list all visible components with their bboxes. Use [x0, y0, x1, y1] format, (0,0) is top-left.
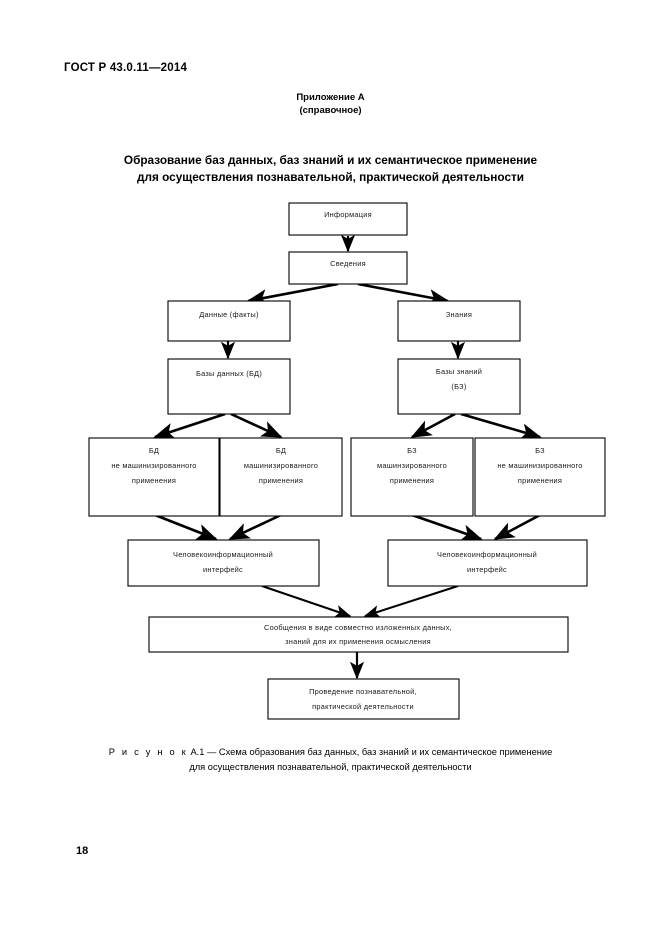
connector-interface-left-to-messages — [261, 585, 352, 618]
node-databases-label: Базы данных (БД) — [196, 369, 262, 378]
connector-databases-to-db-machine — [230, 412, 283, 439]
node-db-machine-label-3: применения — [259, 476, 303, 485]
page-title-line-2: для осуществления познавательной, практи… — [136, 169, 525, 184]
connector-knowledgebases-to-kb-nonmachine — [460, 412, 542, 440]
node-knowledgebases-label-1: Базы знаний — [436, 367, 482, 376]
node-data-summary: Сведения — [288, 251, 408, 285]
node-facts-label: Данные (факты) — [199, 310, 258, 319]
connector-kb-nonmachine-to-interface-right — [493, 513, 541, 541]
node-knowledge: Знания — [397, 300, 521, 342]
figure-caption-number: А.1 — — [190, 747, 217, 757]
node-information: Информация — [288, 202, 408, 236]
connector-databases-to-db-nonmachine — [153, 412, 226, 439]
node-kb-nonmachine-label-2: не машинизированного — [497, 461, 582, 470]
node-kb-nonmachine-label-3: применения — [518, 476, 562, 485]
figure-a1: Информация Сведения Данные (факты) Знани… — [0, 195, 661, 735]
node-db-machine-label-1: БД — [276, 446, 286, 455]
node-kb-machine-label-2: машинзированного — [377, 461, 447, 470]
node-db-nonmachine: БД не машинизированного применения — [88, 437, 220, 517]
node-db-machine-label-2: машинизированного — [244, 461, 318, 470]
figure-caption: Р и с у н о к А.1 — Схема образования ба… — [70, 745, 591, 775]
page-number: 18 — [76, 845, 89, 857]
page-title: Образование баз данных, баз знаний и их … — [70, 152, 591, 185]
connector-summary-to-knowledge — [357, 282, 450, 306]
node-interface-right: Человекоинформационный интерфейс — [387, 539, 588, 587]
figure-caption-label: Р и с у н о к — [108, 747, 188, 757]
page-title-line-1: Образование баз данных, баз знаний и их … — [123, 153, 538, 167]
connector-db-nonmachine-to-interface-left — [154, 513, 218, 541]
node-activity-label-2: практической деятельности — [312, 702, 414, 711]
connector-interface-right-to-messages — [363, 585, 459, 618]
node-kb-machine: БЗ машинзированного применения — [350, 437, 474, 517]
node-activity: Проведение познавательной, практической … — [267, 678, 460, 720]
node-db-nonmachine-label-2: не машинизированного — [111, 461, 196, 470]
node-messages-label-2: знаний для их применения осмысления — [285, 637, 431, 646]
node-information-label: Информация — [324, 210, 372, 219]
node-databases: Базы данных (БД) — [167, 358, 291, 415]
node-facts: Данные (факты) — [167, 300, 291, 342]
node-interface-left-label-1: Человекоинформационный — [173, 550, 273, 559]
node-interface-right-label-1: Человекоинформационный — [437, 550, 537, 559]
node-kb-nonmachine-label-1: БЗ — [535, 446, 545, 455]
appendix-title: Приложение А — [296, 92, 365, 103]
node-interface-right-label-2: интерфейс — [467, 565, 507, 574]
node-knowledgebases-label-2: (БЗ) — [451, 382, 466, 391]
node-db-nonmachine-label-1: БД — [149, 446, 159, 455]
node-kb-nonmachine: БЗ не машинизированного применения — [474, 437, 606, 517]
node-db-machine: БД машинизированного применения — [219, 437, 343, 517]
node-kb-machine-label-1: БЗ — [407, 446, 417, 455]
figure-caption-line-2: для осуществления познавательной, практи… — [189, 762, 472, 772]
node-interface-left-label-2: интерфейс — [203, 565, 243, 574]
node-activity-label-1: Проведение познавательной, — [309, 687, 417, 696]
standard-header: ГОСТ Р 43.0.11—2014 — [64, 62, 188, 74]
node-kb-machine-label-3: применения — [390, 476, 434, 485]
node-messages: Сообщения в виде совместно изложенных да… — [148, 616, 569, 653]
connector-knowledgebases-to-kb-machine — [410, 412, 456, 439]
node-db-nonmachine-label-3: применения — [132, 476, 176, 485]
node-messages-label-1: Сообщения в виде совместно изложенных да… — [264, 623, 452, 632]
node-knowledgebases: Базы знаний (БЗ) — [397, 358, 521, 415]
appendix-heading: Приложение А (справочное) — [0, 91, 661, 117]
node-knowledge-label: Знания — [446, 310, 472, 319]
appendix-subtitle: (справочное) — [299, 105, 362, 116]
connector-kb-machine-to-interface-right — [411, 513, 483, 541]
connector-db-machine-to-interface-left — [228, 513, 282, 541]
figure-caption-text-1: Схема образования баз данных, баз знаний… — [218, 747, 553, 757]
connector-summary-to-facts — [246, 282, 339, 306]
node-interface-left: Человекоинформационный интерфейс — [127, 539, 320, 587]
figure-caption-line-1: Р и с у н о к А.1 — Схема образования ба… — [70, 745, 591, 760]
node-data-summary-label: Сведения — [330, 259, 366, 268]
